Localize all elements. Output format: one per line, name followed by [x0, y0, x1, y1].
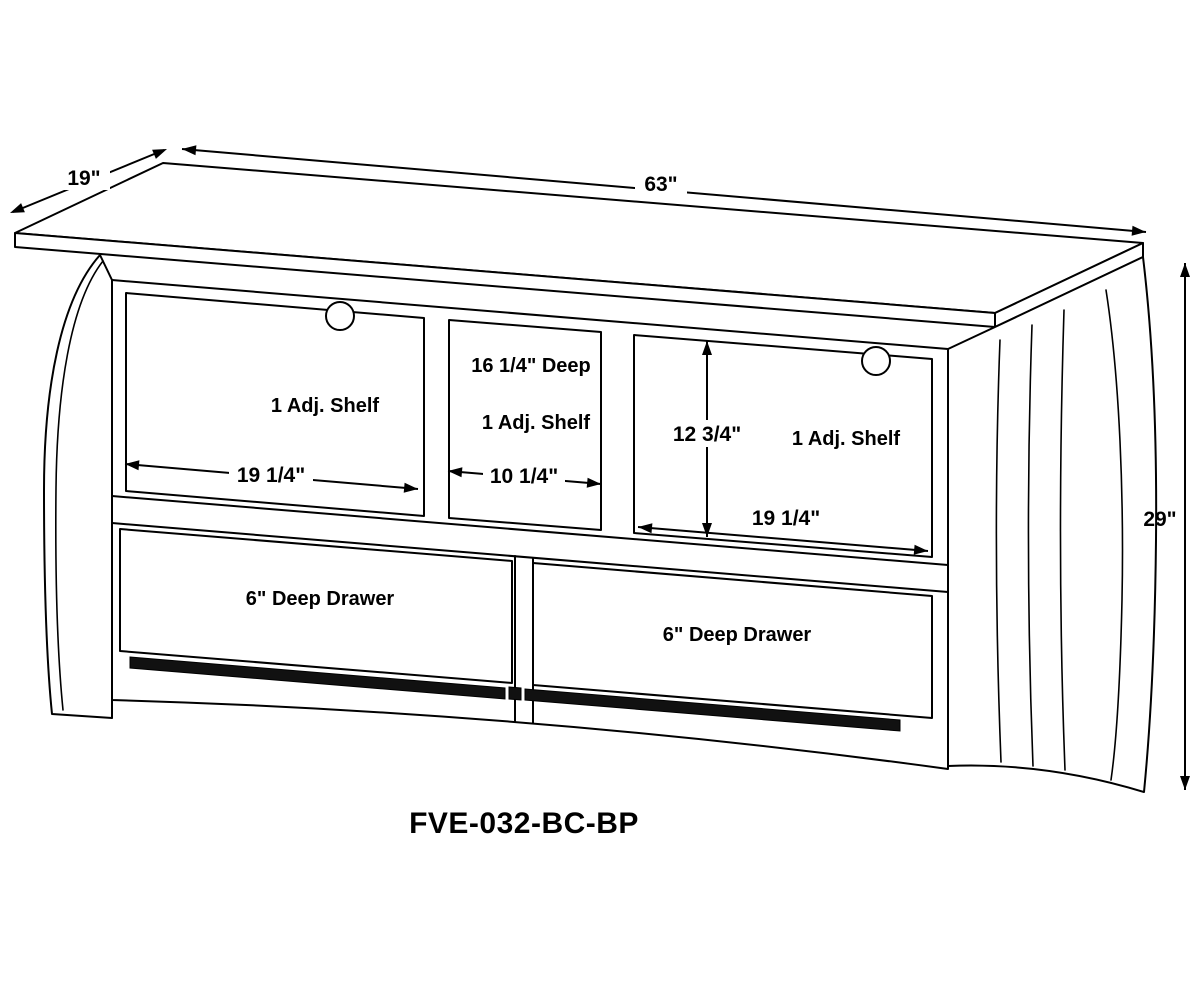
dim-height: 29"	[1143, 263, 1190, 790]
label-right-opening-height: 12 3/4"	[673, 423, 741, 446]
drawer-right	[532, 562, 933, 719]
dim-right-shelf-height: 12 3/4"	[663, 341, 751, 537]
left-side-panel	[43, 254, 113, 719]
label-left-shelf: 1 Adj. Shelf	[271, 395, 380, 417]
left-side-corbel-curve	[55, 260, 104, 711]
dim-width: 63"	[181, 145, 1147, 236]
vent-strip-left	[129, 656, 506, 700]
cable-hole-left	[325, 301, 355, 331]
label-right-drawer: 6" Deep Drawer	[663, 624, 812, 646]
label-right-shelf: 1 Adj. Shelf	[792, 428, 901, 450]
dim-left-shelf-width: 19 1/4"	[124, 460, 419, 493]
cubby-right-opening	[633, 334, 933, 558]
label-height: 29"	[1143, 508, 1176, 531]
shelf-rail-upper	[111, 495, 949, 566]
label-middle-depth: 16 1/4" Deep	[471, 355, 591, 377]
model-number: FVE-032-BC-BP	[409, 807, 639, 840]
dim-depth: 19"	[10, 149, 167, 213]
label-right-shelf-width: 19 1/4"	[752, 507, 820, 530]
cable-hole-right	[861, 346, 891, 376]
cubby-left-opening	[125, 292, 425, 517]
vent-strip-center-block	[508, 686, 522, 701]
label-width: 63"	[644, 173, 677, 196]
dim-right-shelf-width: 19 1/4"	[637, 506, 929, 555]
right-side-corbel-curve	[1105, 289, 1124, 781]
shelf-rail-lower	[111, 522, 949, 593]
right-side-slat-2	[1027, 324, 1034, 767]
dim-middle-shelf-width: 10 1/4"	[447, 463, 602, 489]
label-middle-shelf: 1 Adj. Shelf	[482, 412, 591, 434]
right-side-slat-3	[1059, 309, 1066, 771]
right-side-slat-1	[995, 339, 1002, 763]
vent-strip-right	[524, 688, 901, 732]
label-left-drawer: 6" Deep Drawer	[246, 588, 395, 610]
label-middle-shelf-width: 10 1/4"	[490, 465, 558, 488]
label-left-shelf-width: 19 1/4"	[237, 464, 305, 487]
right-side-panel	[947, 256, 1158, 793]
label-depth: 19"	[67, 167, 100, 190]
drawer-left	[119, 528, 513, 684]
